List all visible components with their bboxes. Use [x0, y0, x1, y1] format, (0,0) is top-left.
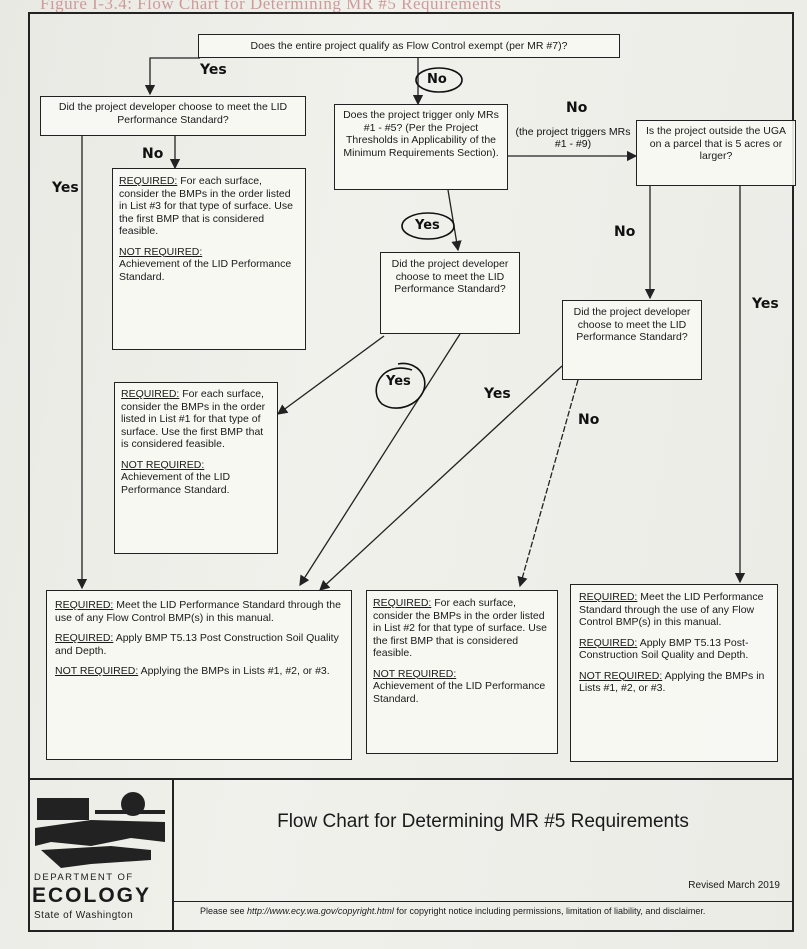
- chart-title: Flow Chart for Determining MR #5 Require…: [277, 811, 689, 832]
- question-text: Did the project developer choose to meet…: [573, 306, 691, 343]
- question-flow-control-exempt: Does the entire project qualify as Flow …: [198, 34, 620, 58]
- required-text: For each surface, consider the BMPs in t…: [373, 597, 547, 659]
- arrow-q6-no: [517, 379, 579, 588]
- ecology-logo-mark: [35, 792, 165, 868]
- label-no-q2: No: [142, 146, 164, 162]
- question-lid-choice-left: Did the project developer choose to meet…: [40, 96, 306, 136]
- ecology-logo: DEPARTMENT OF ECOLOGY State of Washingto…: [28, 780, 174, 932]
- label-no-q4: No: [614, 224, 636, 240]
- question-text: Did the project developer choose to meet…: [391, 258, 509, 295]
- label-yes-q2: Yes: [52, 180, 79, 196]
- not-required-heading: NOT REQUIRED:: [579, 669, 663, 682]
- question-lid-choice-right: Did the project developer choose to meet…: [562, 300, 702, 380]
- question-text: Is the project outside the UGA on a parc…: [645, 125, 787, 162]
- arrow-q5-yes: [299, 333, 461, 587]
- required-heading: REQUIRED:: [55, 632, 114, 644]
- arrow-q5-no: [276, 335, 385, 415]
- not-required-heading: NOT REQUIRED:: [55, 665, 139, 677]
- not-required-heading: NOT REQUIRED:: [121, 458, 205, 471]
- label-yes-q5: Yes: [386, 374, 411, 389]
- circle-yes-low: [375, 362, 426, 409]
- copyright-link[interactable]: http://www.ecy.wa.gov/copyright.html: [247, 906, 394, 916]
- question-mr-1-5: Does the project trigger only MRs #1 - #…: [334, 104, 508, 190]
- required-text: Apply BMP T5.13 Post Construction Soil Q…: [55, 632, 339, 657]
- label-yes-q6: Yes: [484, 386, 511, 402]
- outcome-lid-performance-right: REQUIRED: Meet the LID Performance Stand…: [570, 584, 778, 762]
- logo-state: State of Washington: [34, 910, 134, 921]
- question-text: Does the project trigger only MRs #1 - #…: [343, 109, 499, 159]
- not-required-heading: NOT REQUIRED:: [119, 245, 203, 258]
- not-required-text: Applying the BMPs in Lists #1, #2, or #3…: [579, 669, 765, 695]
- question-text: Did the project developer choose to meet…: [58, 101, 288, 126]
- required-heading: REQUIRED:: [119, 175, 178, 187]
- not-required-text: Achievement of the LID Performance Stand…: [119, 258, 292, 283]
- title-block: DEPARTMENT OF ECOLOGY State of Washingto…: [28, 778, 794, 932]
- circle-no: [415, 67, 463, 93]
- not-required-text: Achievement of the LID Performance Stand…: [373, 680, 546, 705]
- required-text: Meet the LID Performance Standard throug…: [579, 591, 764, 628]
- required-heading: REQUIRED:: [55, 599, 114, 611]
- outcome-list-1: REQUIRED: For each surface, consider the…: [114, 382, 278, 554]
- outcome-list-2: REQUIRED: For each surface, consider the…: [366, 590, 558, 754]
- arrow-q6-yes: [319, 365, 563, 591]
- label-no-q6: No: [578, 412, 600, 428]
- not-required-heading: NOT REQUIRED:: [373, 667, 457, 680]
- revised-date: Revised March 2019: [688, 880, 780, 891]
- diagram-frame: [28, 12, 794, 932]
- label-no-q1: No: [427, 72, 447, 87]
- outcome-list-3: REQUIRED: For each surface, consider the…: [112, 168, 306, 350]
- logo-ecology: ECOLOGY: [32, 884, 152, 907]
- required-text: Apply BMP T5.13 Post-Construction Soil Q…: [579, 636, 749, 662]
- notice-prefix: Please see: [200, 906, 248, 916]
- arrow-q3-yes: [447, 189, 462, 252]
- not-required-text: Achievement of the LID Performance Stand…: [121, 471, 231, 496]
- required-text: For each surface, consider the BMPs in t…: [119, 175, 293, 237]
- label-no-triggers: (the project triggers MRs #1 - #9): [515, 126, 631, 150]
- required-heading: REQUIRED:: [579, 636, 638, 649]
- label-no-q3: No: [566, 100, 588, 116]
- required-heading: REQUIRED:: [579, 591, 638, 603]
- copyright-notice: Please see http://www.ecy.wa.gov/copyrig…: [174, 901, 794, 932]
- question-lid-choice-middle: Did the project developer choose to meet…: [380, 252, 520, 334]
- label-yes-q1: Yes: [200, 62, 227, 78]
- required-heading: REQUIRED:: [121, 388, 180, 400]
- required-text: For each surface, consider the BMPs in t…: [121, 388, 266, 450]
- question-outside-uga: Is the project outside the UGA on a parc…: [636, 120, 796, 186]
- question-text: Does the entire project qualify as Flow …: [250, 40, 568, 52]
- arrow-q1-yes: [144, 57, 200, 96]
- label-yes-q3: Yes: [415, 218, 440, 233]
- logo-department: DEPARTMENT OF: [34, 872, 134, 883]
- label-yes-q4: Yes: [752, 296, 779, 312]
- required-text: Meet the LID Performance Standard throug…: [55, 599, 341, 624]
- not-required-text: Applying the BMPs in Lists #1, #2, or #3…: [140, 665, 330, 677]
- required-heading: REQUIRED:: [373, 597, 432, 609]
- figure-header-title: Figure I-3.4: Flow Chart for Determining…: [40, 0, 502, 13]
- notice-suffix: for copyright notice including permissio…: [393, 906, 706, 916]
- circle-yes-mid: [401, 212, 455, 240]
- outcome-lid-performance-left: REQUIRED: Meet the LID Performance Stand…: [46, 590, 352, 760]
